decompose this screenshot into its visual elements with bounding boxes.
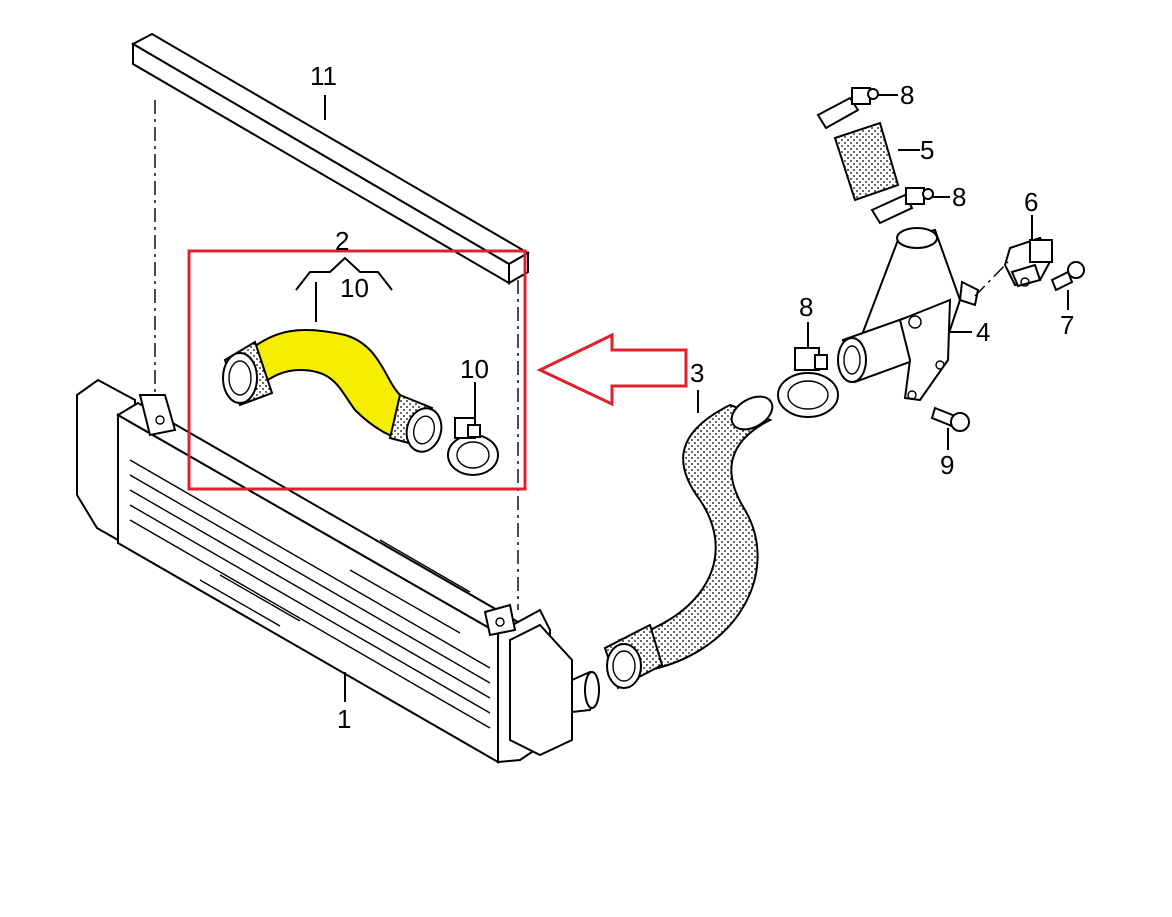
label-part-11: 11 [310,61,337,91]
label-part-1: 1 [337,704,351,734]
label-part-4: 4 [976,317,990,347]
intercooler [76,378,600,764]
label-part-9: 9 [940,450,954,480]
label-part-8-lower: 8 [952,182,966,212]
label-part-7: 7 [1060,310,1074,340]
label-part-8-top: 8 [900,80,914,110]
hose-clamp-10 [447,417,499,476]
pointer-arrow [536,332,688,407]
label-part-8-clamp: 8 [799,292,813,322]
bolt-8-top [816,87,879,130]
highlight-frame [187,249,527,491]
pressure-sensor-6 [974,236,1054,297]
charge-air-hose-3 [603,395,774,690]
label-part-10-bracket: 10 [340,273,369,303]
hose-clamp-8 [777,347,839,418]
label-part-3: 3 [690,358,704,388]
gasket-5 [833,121,900,202]
bolt-9 [930,406,970,432]
label-part-5: 5 [920,135,934,165]
label-part-10-clamp: 10 [460,354,489,384]
highlighted-hose-2 [222,329,443,453]
bolt-8-lower [870,187,934,225]
crossmember-bar [130,32,530,285]
screw-7 [1050,261,1085,292]
leader-lines [295,94,1069,702]
label-part-6: 6 [1024,187,1038,217]
label-part-2: 2 [335,226,349,256]
connection-pipe-4 [837,227,980,402]
